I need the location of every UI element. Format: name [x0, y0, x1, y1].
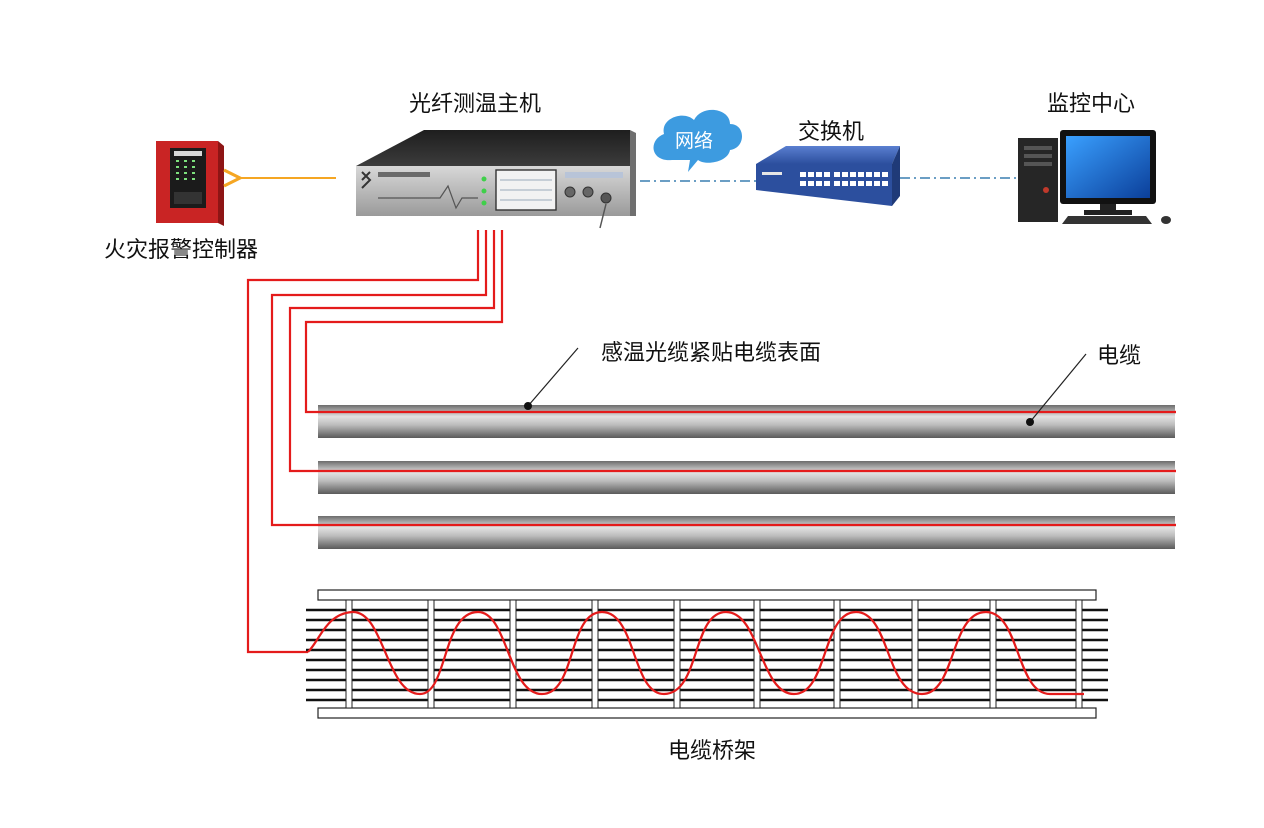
- sensing-cable-label: 感温光缆紧贴电缆表面: [601, 341, 822, 366]
- cable-label: 电缆: [1097, 344, 1142, 369]
- network-cloud-icon: [653, 109, 742, 172]
- host-label: 光纤测温主机: [409, 92, 542, 117]
- fire-controller-label: 火灾报警控制器: [104, 238, 259, 263]
- fiber-on-cables: [318, 410, 1176, 527]
- cable-3: [318, 516, 1175, 549]
- sensing-fiber-routes: [246, 230, 1176, 654]
- cable-leader-dot: [1026, 418, 1034, 426]
- cable-2: [318, 461, 1175, 494]
- fiber-host-icon: [356, 130, 636, 229]
- cable-1: [318, 405, 1175, 438]
- network-switch-icon: [756, 146, 900, 206]
- sensing-cable-leader-dot: [524, 402, 532, 410]
- tray-serpentine-fiber: [307, 610, 1084, 696]
- cable-leader: [1029, 353, 1087, 423]
- fire-alarm-controller-icon: [156, 141, 224, 226]
- cable-tray-label: 电缆桥架: [668, 739, 757, 764]
- monitor-center-label: 监控中心: [1047, 92, 1136, 117]
- sensing-cable-leader: [527, 347, 579, 407]
- cable-tray: [306, 589, 1108, 719]
- switch-label: 交换机: [798, 120, 865, 145]
- network-label: 网络: [675, 130, 714, 152]
- monitoring-pc-icon: [1018, 130, 1171, 224]
